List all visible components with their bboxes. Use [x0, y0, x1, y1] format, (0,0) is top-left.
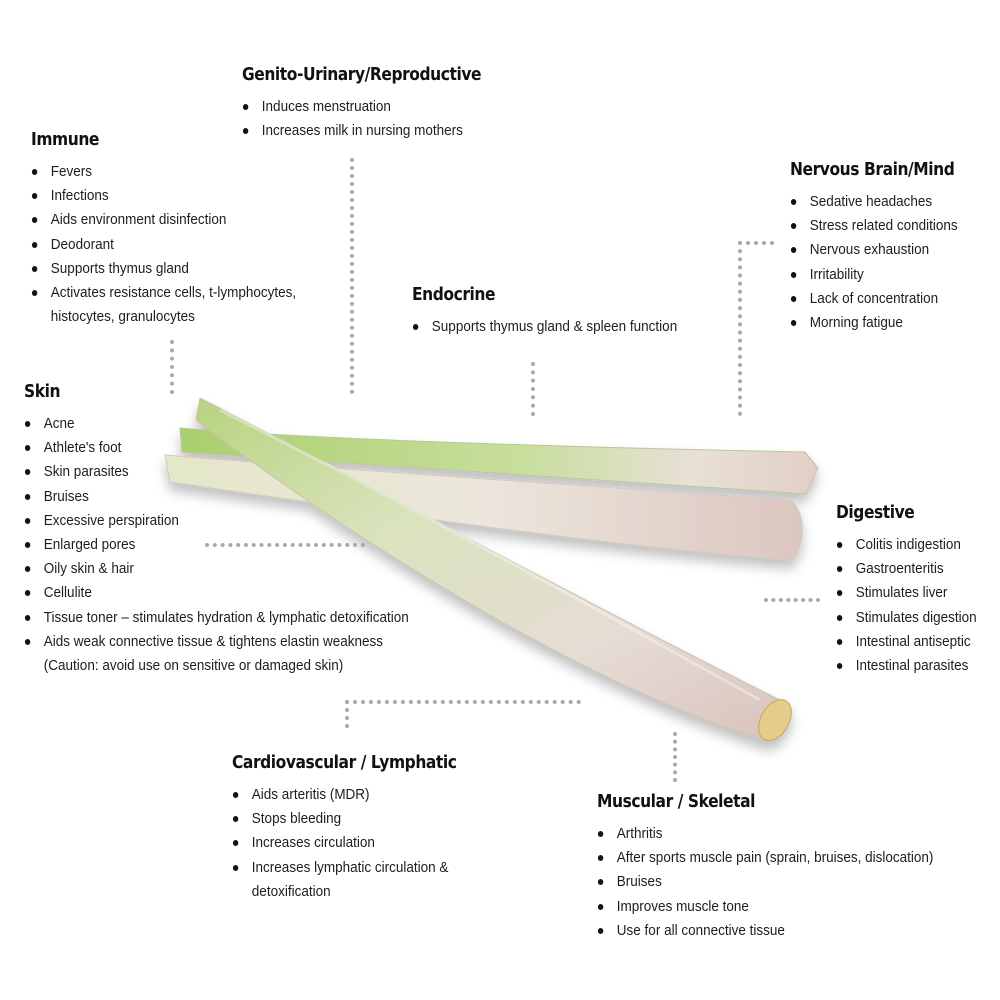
list-item-continuation: histocytes, granulocytes — [50, 308, 195, 326]
list-item: Athlete's foot — [24, 436, 409, 460]
cardiovascular-section: Cardiovascular / Lymphatic Aids arteriti… — [232, 752, 493, 904]
list-item: Bruises — [597, 870, 933, 894]
list-item-continuation: detoxification — [251, 882, 331, 900]
list-item: Supports thymus gland & spleen function — [412, 315, 677, 339]
list-item: Induces menstruation — [242, 95, 492, 119]
cardio-connector-h — [345, 700, 581, 704]
list-item: Increases milk in nursing mothers — [242, 119, 492, 143]
list-item: Intestinal parasites — [836, 654, 977, 678]
list-item: Sedative headaches — [790, 190, 962, 214]
list-item: Cellulite — [24, 581, 409, 605]
nervous-list: Sedative headaches Stress related condit… — [790, 190, 981, 335]
list-item: Increases lymphatic circulation & — [232, 856, 467, 880]
list-item: Use for all connective tissue — [597, 919, 933, 943]
immune-section: Immune Fevers Infections Aids environmen… — [31, 129, 326, 329]
list-item: Nervous exhaustion — [790, 238, 962, 262]
endocrine-list: Supports thymus gland & spleen function — [412, 315, 707, 339]
list-item: Improves muscle tone — [597, 895, 933, 919]
section-title: Digestive — [836, 502, 915, 523]
list-item: Stress related conditions — [790, 214, 962, 238]
list-item: Colitis indigestion — [836, 533, 977, 557]
digestive-connector — [764, 598, 820, 602]
endocrine-section: Endocrine Supports thymus gland & spleen… — [412, 284, 707, 339]
list-item: Activates resistance cells, t-lymphocyte… — [31, 281, 296, 305]
list-item: Stimulates digestion — [836, 606, 977, 630]
list-item: Stops bleeding — [232, 807, 467, 831]
section-title: Muscular / Skeletal — [597, 791, 755, 812]
digestive-list: Colitis indigestion Gastroenteritis Stim… — [836, 533, 992, 678]
list-item: Aids environment disinfection — [31, 208, 296, 232]
list-item: Arthritis — [597, 822, 933, 846]
genito-urinary-section: Genito-Urinary/Reproductive Induces mens… — [242, 64, 520, 143]
list-item: Increases circulation — [232, 831, 467, 855]
nervous-connector-h — [738, 241, 774, 245]
list-item: Morning fatigue — [790, 311, 962, 335]
list-item: Oily skin & hair — [24, 557, 409, 581]
skin-connector — [205, 543, 365, 547]
immune-connector — [170, 340, 174, 394]
section-title: Nervous Brain/Mind — [790, 159, 955, 180]
endocrine-connector — [531, 362, 535, 416]
list-item: Deodorant — [31, 233, 296, 257]
muscular-connector — [673, 732, 677, 782]
list-item: Irritability — [790, 263, 962, 287]
nervous-section: Nervous Brain/Mind Sedative headaches St… — [790, 159, 981, 335]
list-item: Aids weak connective tissue & tightens e… — [24, 630, 409, 654]
list-item: After sports muscle pain (sprain, bruise… — [597, 846, 933, 870]
list-item: Supports thymus gland — [31, 257, 296, 281]
section-title: Genito-Urinary/Reproductive — [242, 64, 482, 85]
skin-list: Acne Athlete's foot Skin parasites Bruis… — [24, 412, 451, 678]
cardio-list: Aids arteritis (MDR) Stops bleeding Incr… — [232, 783, 493, 904]
list-item: Enlarged pores — [24, 533, 409, 557]
muscular-list: Arthritis After sports muscle pain (spra… — [597, 822, 971, 943]
list-item: Skin parasites — [24, 460, 409, 484]
section-title: Endocrine — [412, 284, 496, 305]
genito-connector — [350, 158, 354, 394]
section-title: Cardiovascular / Lymphatic — [232, 752, 457, 773]
list-item: Acne — [24, 412, 409, 436]
section-title: Skin — [24, 381, 61, 402]
list-item: Gastroenteritis — [836, 557, 977, 581]
list-item: Intestinal antiseptic — [836, 630, 977, 654]
list-item: Tissue toner – stimulates hydration & ly… — [24, 606, 409, 630]
section-title: Immune — [31, 129, 99, 150]
digestive-section: Digestive Colitis indigestion Gastroente… — [836, 502, 992, 678]
list-item: Infections — [31, 184, 296, 208]
list-item: Stimulates liver — [836, 581, 977, 605]
list-item: Bruises — [24, 485, 409, 509]
muscular-section: Muscular / Skeletal Arthritis After spor… — [597, 791, 971, 943]
nervous-connector-v — [738, 241, 742, 416]
skin-section: Skin Acne Athlete's foot Skin parasites … — [24, 381, 451, 678]
list-item: Aids arteritis (MDR) — [232, 783, 467, 807]
list-item: Lack of concentration — [790, 287, 962, 311]
genito-list: Induces menstruation Increases milk in n… — [242, 95, 520, 143]
list-item: Excessive perspiration — [24, 509, 409, 533]
list-item-continuation: (Caution: avoid use on sensitive or dama… — [43, 657, 344, 675]
immune-list: Fevers Infections Aids environment disin… — [31, 160, 326, 329]
cardio-connector-v — [345, 700, 349, 728]
list-item: Fevers — [31, 160, 296, 184]
